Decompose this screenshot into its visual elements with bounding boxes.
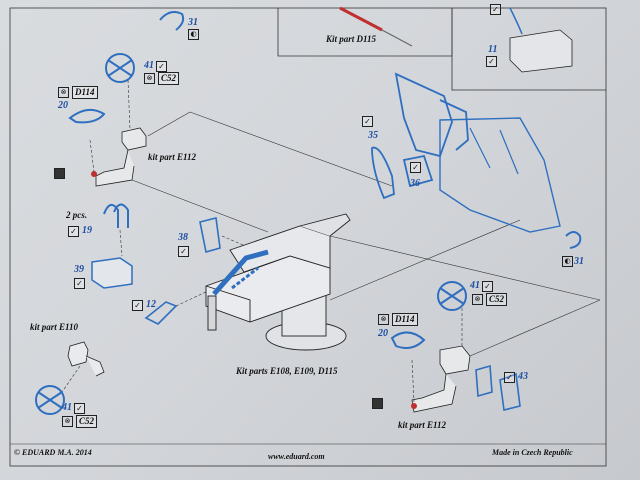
part-ref-c52-bottom: C52 [76,415,98,428]
made-in-text: Made in Czech Republic [492,448,573,457]
assembly-icon: ⊗ [144,73,155,84]
part-number-12: 12 [146,299,156,310]
part-ref-d114-bottom: D114 [392,313,418,326]
paint-icon [54,168,65,179]
assembly-icon: ⊗ [472,294,483,305]
two-pcs-label: 2 pcs. [66,210,87,220]
bracket-e112-top [95,127,147,187]
kit-parts-main-label: Kit parts E108, E109, D115 [236,366,338,376]
part-number-41-right: 41 [470,280,480,291]
part-number-31-top: 31 [188,17,198,28]
part-number-35: 35 [368,130,378,141]
bracket-e112-bottom [411,345,471,413]
check-icon: ✓ [156,61,167,72]
inset-box-right [451,8,606,91]
check-icon: ✓ [132,300,143,311]
part-number-11: 11 [488,44,498,55]
copyright-text: © EDUARD M.A. 2014 [14,448,92,457]
check-icon: ✓ [74,278,85,289]
part-ref-d114-top: D114 [72,86,98,99]
kit-part-e112-top-label: kit part E112 [148,152,197,162]
kit-part-e112-bottom-label: kit part E112 [398,420,447,430]
part-e110-drawing [67,341,105,377]
part-38-drawing [199,217,221,254]
part-31-right-drawing [565,231,582,249]
check-icon: ✓ [74,403,85,414]
part-number-39: 39 [74,264,84,275]
assembly-icon: ⊗ [378,314,389,325]
check-icon: ✓ [482,281,493,292]
inset-box-d115 [277,8,453,57]
bend-icon: ◐ [188,29,199,40]
part-number-20-top: 20 [58,100,68,111]
part-number-31-right: 31 [574,256,584,267]
part-20-bottom-drawing [390,331,426,349]
part-number-43: 43 [518,371,528,382]
assembly-icon: ⊗ [62,416,73,427]
check-icon: ✓ [504,372,515,383]
part-39-drawing [91,257,133,289]
part-ref-c52-right: C52 [486,293,508,306]
part-number-20-bottom: 20 [378,328,388,339]
part-43-drawing [475,364,521,411]
part-number-41-bottom: 41 [62,402,72,413]
check-icon: ✓ [486,56,497,67]
check-icon: ✓ [490,4,501,15]
handwheel-41-top [105,53,135,83]
paint-icon [372,398,383,409]
part-number-41-top: 41 [144,60,154,71]
part-19-drawing [103,203,129,228]
part-20-top-drawing [68,108,106,124]
check-icon: ✓ [68,226,79,237]
website-text: www.eduard.com [268,452,325,461]
kit-part-d115-label: Kit part D115 [326,34,377,44]
etched-panels-35-36 [371,72,561,233]
check-icon: ✓ [178,246,189,257]
part-31-top-drawing [159,11,185,31]
part-ref-c52-top: C52 [158,72,180,85]
part-number-38: 38 [178,232,188,243]
kit-part-e110-label: kit part E110 [30,322,79,332]
part-number-36: 36 [410,178,420,189]
part-number-19: 19 [82,225,92,236]
assembly-icon: ⊗ [58,87,69,98]
bend-icon: ◐ [562,256,573,267]
gun-mount-drawing [205,213,351,351]
handwheel-41-bottom [35,385,65,415]
part-11-drawing [509,29,573,73]
handwheel-41-right [437,281,467,311]
check-icon: ✓ [362,116,373,127]
check-icon: ✓ [410,162,421,173]
